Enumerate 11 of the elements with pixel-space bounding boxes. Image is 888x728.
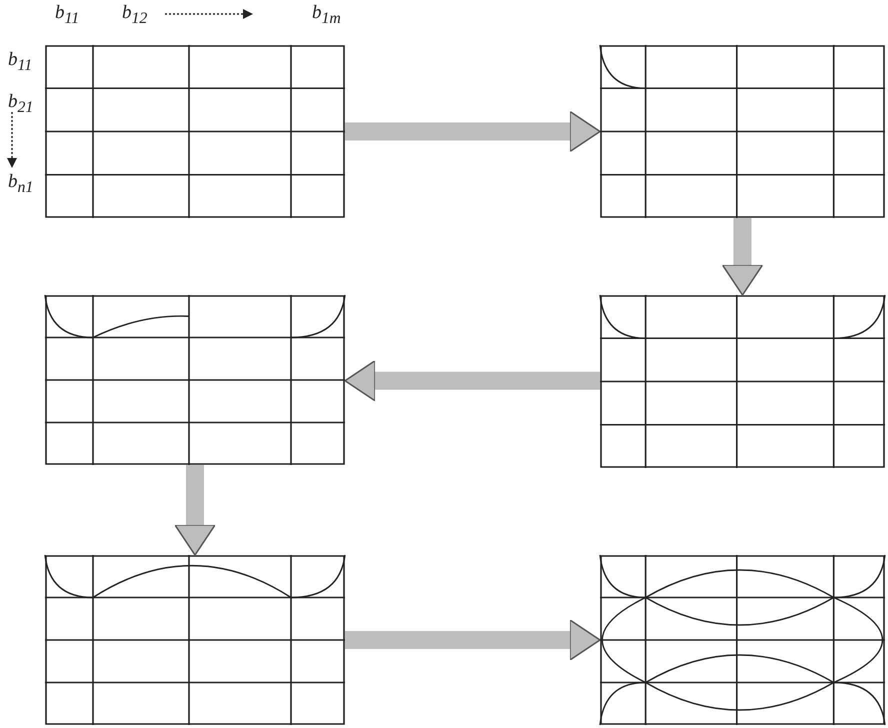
- block-arrow: [345, 110, 601, 152]
- matrix-index-label: b$_{11}$: [55, 3, 80, 27]
- block-arrow: [345, 619, 601, 661]
- matrix-index-label: b$_{12}$: [122, 3, 148, 27]
- matrix-index-label: b$_{11}$: [8, 50, 32, 74]
- matrix-index-label: b$_{21}$: [8, 92, 34, 116]
- matrix-index-label: b$_{1m}$: [312, 3, 341, 27]
- matrix-index-label: b$_{n1}$: [8, 172, 34, 196]
- block-arrow: [174, 465, 216, 556]
- block-arrow: [722, 218, 764, 296]
- block-arrow: [344, 360, 600, 402]
